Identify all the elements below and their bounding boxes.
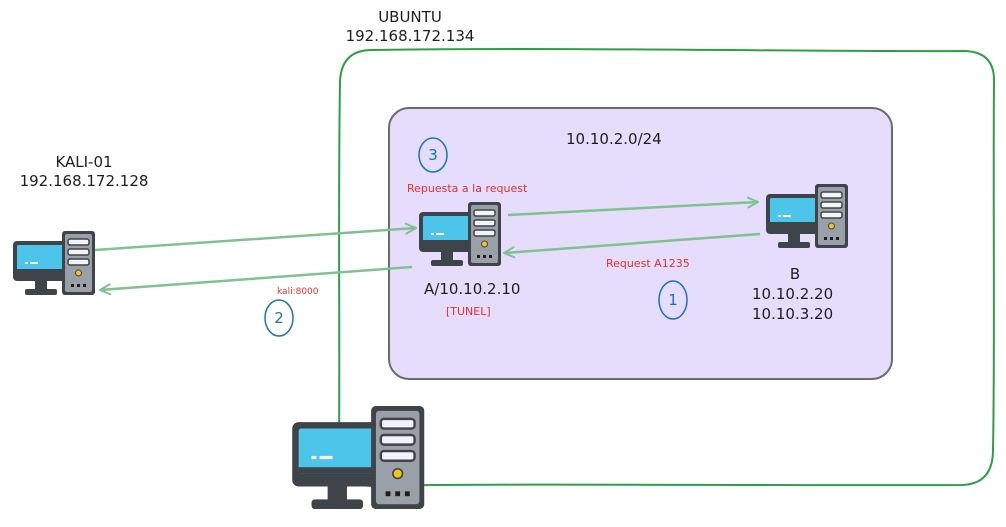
ubuntu-ip: 192.168.172.134 — [345, 27, 475, 45]
step-2-circle — [264, 299, 294, 337]
ubuntu-name: UBUNTU — [378, 8, 442, 26]
host-a-label: A/10.10.2.10 — [424, 280, 521, 298]
step-1-number: 1 — [668, 291, 678, 309]
ubuntu-host-boundary — [337, 48, 996, 488]
host-b-name: B — [789, 265, 801, 283]
arrow-a-to-b — [507, 196, 759, 217]
note-request: Request A1235 — [606, 257, 690, 270]
host-b-ip1: 10.10.2.20 — [752, 285, 834, 303]
subnet-cidr: 10.10.2.0/24 — [566, 130, 662, 148]
note-response: Repuesta a la request — [407, 182, 528, 195]
step-3-circle — [418, 137, 448, 173]
step-1-circle — [658, 280, 688, 320]
arrow-kali-to-a — [94, 222, 417, 252]
note-tunel: [TUNEL] — [446, 305, 491, 318]
arrow-a-to-kali — [99, 265, 413, 296]
arrow-b-to-a — [503, 232, 761, 259]
ubuntu-computer-icon — [291, 404, 426, 511]
note-kali-port: kali:8000 — [277, 287, 319, 297]
kali-ip: 192.168.172.128 — [19, 172, 149, 190]
step-2-number: 2 — [274, 309, 284, 327]
host-b-ip2: 10.10.3.20 — [752, 305, 834, 323]
step-3-number: 3 — [428, 146, 438, 164]
kali-computer-icon — [12, 230, 96, 296]
kali-name: KALI-01 — [55, 153, 113, 171]
